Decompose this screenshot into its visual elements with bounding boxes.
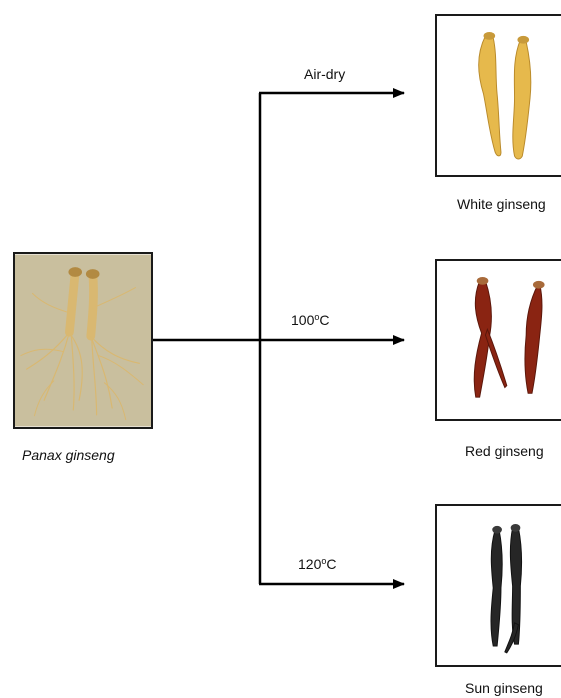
white-ginseng-root-image: [437, 16, 561, 175]
panax-ginseng-root-image: [15, 254, 151, 427]
condition-120c: 120oC: [298, 556, 337, 572]
white-ginseng-caption: White ginseng: [457, 196, 546, 212]
sun-ginseng-root-image: [437, 506, 561, 665]
red-ginseng-photo: [435, 259, 561, 421]
condition-120c-value: 120: [298, 556, 321, 572]
sun-ginseng-caption: Sun ginseng: [465, 680, 543, 696]
panax-ginseng-photo: [13, 252, 153, 429]
condition-120c-unit: C: [326, 556, 336, 572]
red-ginseng-root-image: [437, 261, 561, 419]
condition-100c-value: 100: [291, 312, 314, 328]
condition-100c: 100oC: [291, 312, 330, 328]
red-ginseng-caption: Red ginseng: [465, 443, 544, 459]
condition-air-dry: Air-dry: [304, 66, 345, 82]
sun-ginseng-photo: [435, 504, 561, 667]
white-ginseng-photo: [435, 14, 561, 177]
condition-100c-unit: C: [319, 312, 329, 328]
panax-ginseng-caption: Panax ginseng: [22, 447, 115, 463]
